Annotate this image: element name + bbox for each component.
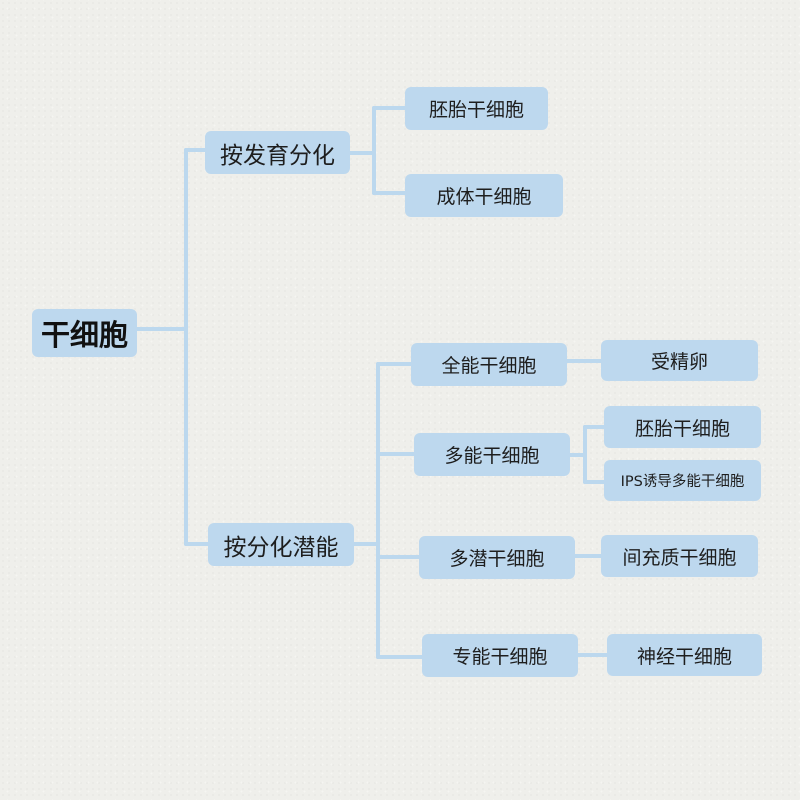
mesenchymal-stem-cell-node: 间充质干细胞 (601, 535, 758, 577)
root-node: 干细胞 (32, 309, 137, 357)
embryonic-stem-cell-node: 胚胎干细胞 (405, 87, 548, 130)
zygote-node: 受精卵 (601, 340, 758, 381)
ips-stem-cell-node: IPS诱导多能干细胞 (604, 460, 761, 501)
pluripotent-stem-cell-node: 多能干细胞 (414, 433, 570, 476)
multipotent-stem-cell-node: 多潜干细胞 (419, 536, 575, 579)
neural-stem-cell-node: 神经干细胞 (607, 634, 762, 676)
adult-stem-cell-node: 成体干细胞 (405, 174, 563, 217)
branch-potency-node: 按分化潜能 (208, 523, 354, 566)
unipotent-stem-cell-node: 专能干细胞 (422, 634, 578, 677)
totipotent-stem-cell-node: 全能干细胞 (411, 343, 567, 386)
pluripotent-embryonic-stem-cell-node: 胚胎干细胞 (604, 406, 761, 448)
branch-development-node: 按发育分化 (205, 131, 350, 174)
